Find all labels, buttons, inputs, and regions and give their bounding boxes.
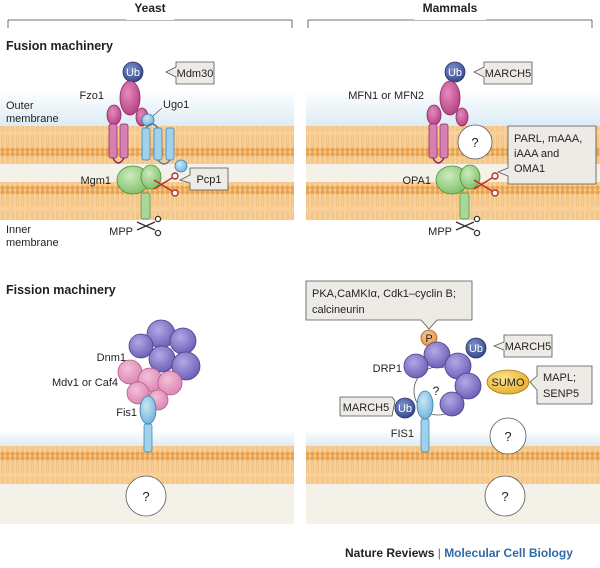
proteases-label-2: iAAA and [514, 148, 559, 160]
fis1-icon [139, 395, 157, 425]
outer-membrane-label-2: membrane [6, 113, 59, 125]
mdm30-label: Mdm30 [177, 68, 214, 80]
ub-label: Ub [469, 343, 483, 355]
journal-name: Nature Reviews [345, 546, 435, 560]
yeast-fusion-panel: Fusion machinery Outer membrane Inner me… [0, 28, 294, 262]
yeast-fission-panel: Fission machinery Dnm1 Mdv1 or Caf4 Fis1… [0, 283, 294, 524]
mapl-label-2: SENP5 [543, 388, 579, 400]
mpp-label: MPP [109, 226, 133, 238]
unknown-label: ? [142, 489, 149, 504]
journal-credit: Nature Reviews | Molecular Cell Biology [345, 546, 573, 560]
sumo-icon [486, 369, 530, 395]
mammals-header: Mammals [423, 1, 478, 15]
proteases-callout [496, 125, 597, 185]
pcp1-label: Pcp1 [196, 174, 221, 186]
yeast-header: Yeast [134, 1, 165, 15]
ubiquitin-icon [465, 337, 487, 359]
ub-label: Ub [448, 67, 462, 79]
p-label: P [425, 333, 432, 345]
mpp-scissors-icon [455, 215, 481, 237]
march5-callout [473, 61, 533, 85]
kinases-label-1: PKA,CaMKIα, Cdk1–cyclin B; [312, 288, 456, 300]
unknown-protein-circle [484, 475, 526, 517]
column-headers: Yeast Mammals [7, 0, 593, 28]
mammal-fission-panel: PKA,CaMKIα, Cdk1–cyclin B; calcineurin P… [305, 280, 600, 524]
march5-top-label: MARCH5 [505, 341, 551, 353]
mgm1-label: Mgm1 [80, 175, 111, 187]
mpp-label: MPP [428, 226, 452, 238]
mdm30-callout [165, 61, 215, 85]
scissors-icon [473, 172, 499, 197]
mapl-label-1: MAPL; [543, 372, 576, 384]
march5-label: MARCH5 [485, 68, 531, 80]
ugo1-label: Ugo1 [163, 99, 189, 111]
unknown-protein-circle [125, 475, 167, 517]
inner-membrane-label-2: membrane [6, 237, 59, 249]
opa1-label: OPA1 [402, 175, 431, 187]
kinases-callout [305, 280, 473, 330]
pcp1-callout [178, 167, 229, 191]
unknown-label: ? [471, 135, 478, 150]
kinases-label-2: calcineurin [312, 304, 365, 316]
proteases-label-3: OMA1 [514, 163, 545, 175]
unknown-protein-circle [489, 417, 527, 455]
march5-top-callout [492, 334, 553, 358]
credit-separator: | [437, 546, 441, 560]
ub-left-label: Ub [398, 403, 412, 415]
scissors-icon [153, 172, 179, 197]
ubiquitin-icon [444, 61, 466, 83]
unknown-inner-label: ? [433, 384, 440, 398]
mpp-scissors-icon [136, 215, 162, 237]
unknown-right-label: ? [504, 429, 511, 444]
fis1-label: FIS1 [391, 428, 414, 440]
ub-label: Ub [126, 67, 140, 79]
march5-left-callout [339, 396, 396, 417]
sumo-label: SUMO [492, 377, 525, 389]
unknown-protein-circle [457, 124, 493, 160]
drp1-subunit [423, 341, 451, 369]
fusion-section-title: Fusion machinery [6, 39, 113, 53]
journal-subject: Molecular Cell Biology [444, 546, 573, 560]
dnm1-label: Dnm1 [97, 352, 126, 364]
mammal-fusion-panel: Ub MARCH5 MFN1 or MFN2 ? OPA1 PARL, mAAA… [306, 61, 600, 238]
fzo1-gtpase-icon [119, 80, 141, 116]
outer-membrane-label: Outer [6, 100, 34, 112]
mfn-gtpase-icon [439, 80, 461, 116]
proteases-label-1: PARL, mAAA, [514, 133, 582, 145]
march5-left-label: MARCH5 [343, 402, 389, 414]
mdv1-label: Mdv1 or Caf4 [52, 377, 118, 389]
fission-section-title: Fission machinery [6, 283, 116, 297]
ubiquitin-icon [394, 397, 416, 419]
mfn-label: MFN1 or MFN2 [348, 90, 424, 102]
fis1-label: Fis1 [116, 407, 137, 419]
fzo1-label: Fzo1 [80, 90, 104, 102]
mapl-callout [529, 365, 593, 405]
unknown-bottom-label: ? [501, 489, 508, 504]
fis1-icon [416, 390, 434, 420]
drp1-label: DRP1 [373, 363, 402, 375]
inner-membrane-label: Inner [6, 224, 31, 236]
